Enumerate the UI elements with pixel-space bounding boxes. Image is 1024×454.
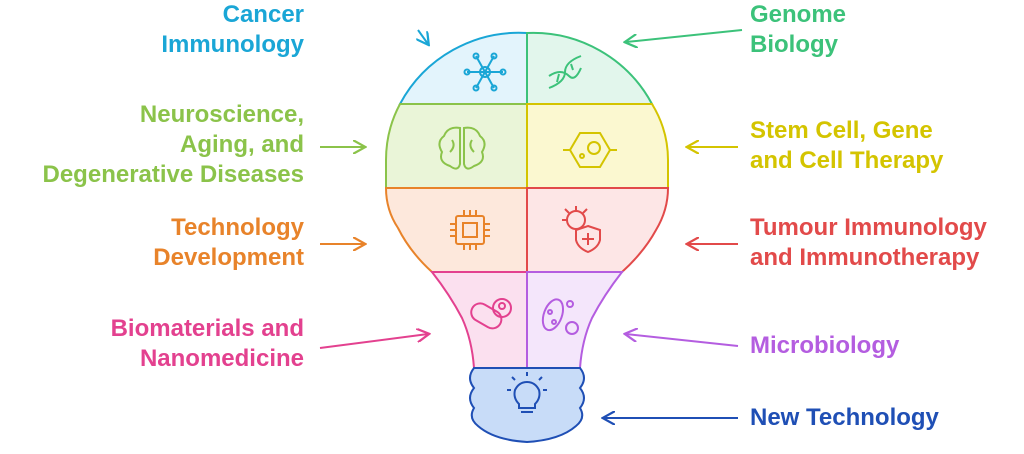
label-biomaterials: Biomaterials and Nanomedicine [111, 314, 304, 374]
label-tumour-immunology: Tumour Immunology and Immunotherapy [750, 213, 987, 273]
dna-icon [548, 55, 582, 89]
label-cancer-immunology: Cancer Immunology [161, 0, 304, 60]
bulb-row2-right-segment [526, 103, 669, 189]
label-new-technology: New Technology [750, 403, 939, 433]
lightbulb-icon [507, 372, 547, 413]
label-technology-development-line2: Development [153, 244, 304, 271]
label-stem-cell-line2: and Cell Therapy [750, 147, 944, 174]
pill-icon [470, 298, 512, 330]
brain-icon [438, 126, 486, 170]
arrow-cancer-immunology [418, 29, 428, 44]
label-tumour-immunology-line1: Tumour Immunology [750, 214, 987, 241]
label-technology-development-line1: Technology [171, 214, 304, 241]
bulb-row2-left-segment [385, 103, 528, 189]
label-stem-cell-line1: Stem Cell, Gene [750, 117, 933, 144]
bulb-top-right-segment [526, 31, 654, 105]
label-genome-biology-line1: Genome [750, 1, 847, 28]
label-stem-cell: Stem Cell, Gene and Cell Therapy [750, 116, 943, 176]
label-genome-biology-line2: Biology [750, 31, 838, 58]
label-new-technology-line1: New Technology [750, 404, 939, 431]
label-neuroscience: Neuroscience, Aging, and Degenerative Di… [43, 100, 305, 190]
label-genome-biology: Genome Biology [750, 0, 846, 60]
label-biomaterials-line1: Biomaterials and [110, 315, 304, 342]
label-technology-development: Technology Development [153, 213, 304, 273]
label-microbiology: Microbiology [750, 331, 899, 361]
label-microbiology-line1: Microbiology [750, 332, 900, 359]
bulb-base [469, 367, 585, 444]
stem-cell-icon [563, 132, 617, 168]
arrow-genome-biology [626, 29, 743, 42]
label-neuroscience-line1: Neuroscience, [139, 101, 304, 128]
bulb-top-left-segment [398, 31, 528, 105]
label-cancer-immunology-line1: Cancer [222, 1, 304, 28]
label-cancer-immunology-line2: Immunology [161, 31, 304, 58]
bulb-row4-left-segment [429, 271, 528, 369]
label-tumour-immunology-line2: and Immunotherapy [750, 244, 980, 271]
label-biomaterials-line2: Nanomedicine [139, 345, 304, 372]
arrow-biomaterials [319, 334, 428, 349]
bacteria-icon [541, 298, 579, 335]
microchip-icon [450, 210, 490, 250]
bulb-row4-right-segment [526, 271, 625, 369]
virus-shield-icon [562, 206, 601, 254]
snowflake-cell-icon [463, 52, 507, 92]
label-neuroscience-line3: Degenerative Diseases [42, 161, 305, 188]
arrow-microbiology [626, 334, 739, 347]
label-neuroscience-line2: Aging, and [180, 131, 304, 158]
